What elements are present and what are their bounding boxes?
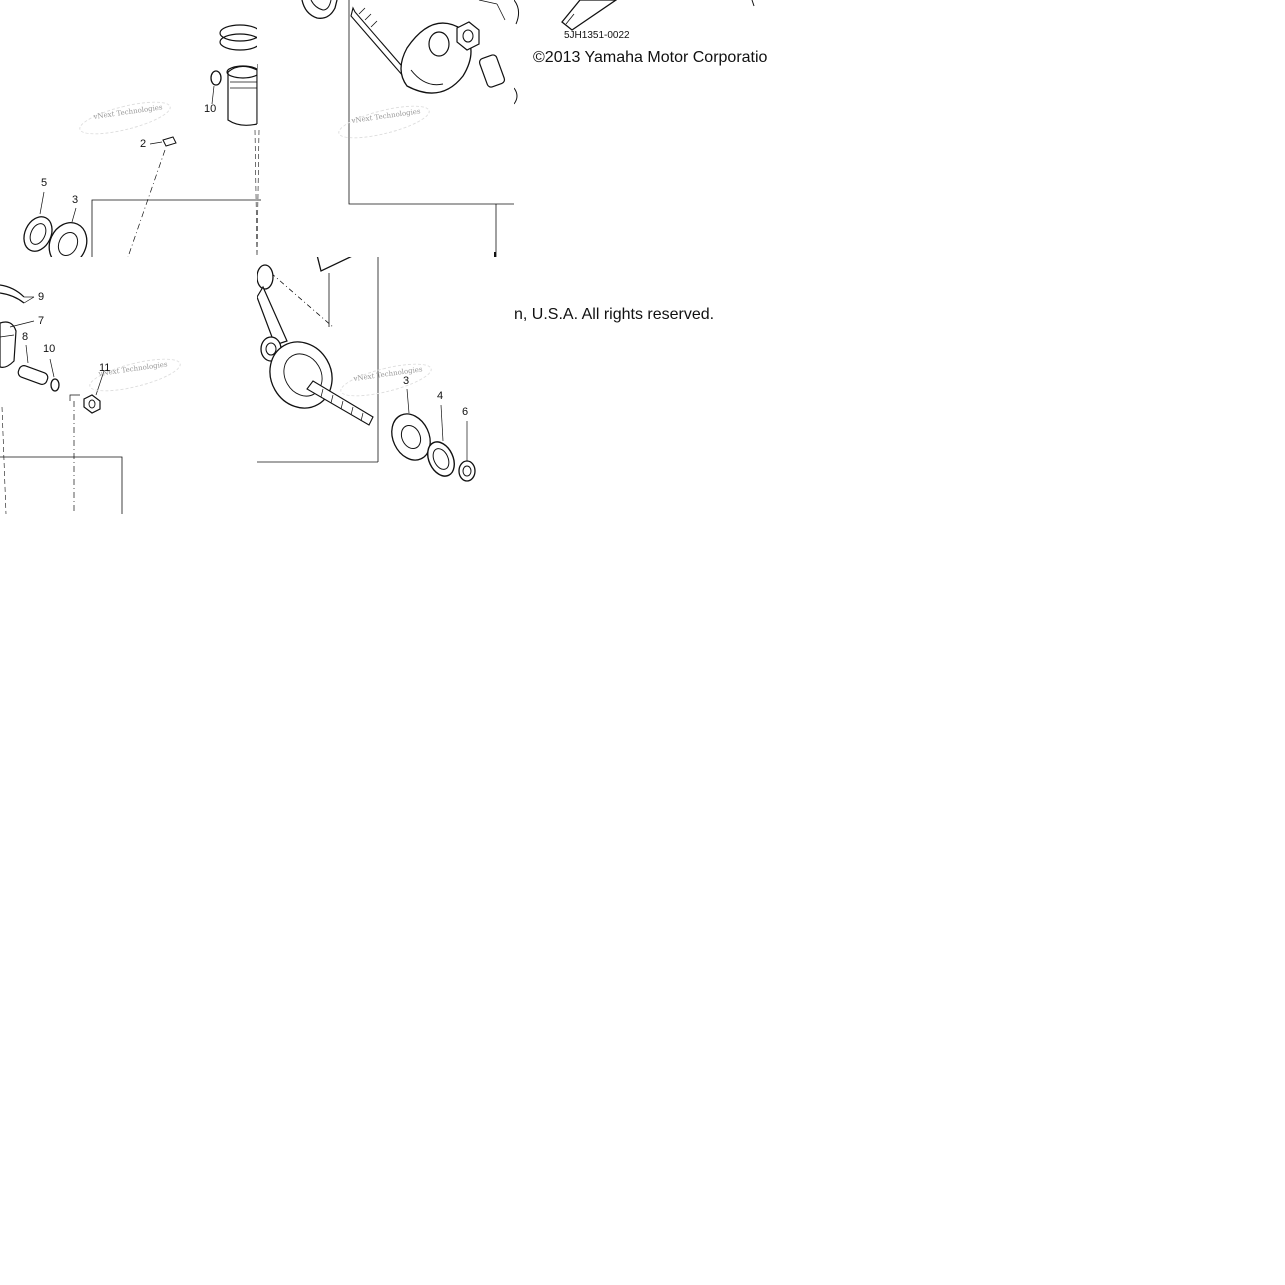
diagram-tile-header: 5JH1351-0022 ©2013 Yamaha Motor Corporat… xyxy=(514,0,771,257)
small-end-bearing xyxy=(456,21,480,51)
callout-10: 10 xyxy=(43,343,56,355)
rod-small-end xyxy=(257,264,274,290)
diagram-tile-crank-left: vNext Technologies xyxy=(257,0,514,257)
callout-8: 8 xyxy=(22,331,29,343)
crank-web xyxy=(400,22,472,94)
needle-bearing xyxy=(83,394,101,414)
callout-9: 9 xyxy=(38,291,45,303)
fwd-arrow-drawing xyxy=(514,0,755,105)
woodruff-key xyxy=(162,136,177,147)
copyright-text-continued: n, U.S.A. All rights reserved. xyxy=(514,306,715,323)
crank-pin xyxy=(478,54,506,88)
fwd-block xyxy=(316,257,352,272)
circlip xyxy=(210,70,222,86)
callout-3: 3 xyxy=(72,194,79,206)
piston-pin xyxy=(17,365,49,385)
piston-body xyxy=(0,321,17,368)
connecting-rod xyxy=(257,285,288,346)
piston-set-drawing xyxy=(0,284,123,514)
callout-6: 6 xyxy=(462,406,469,418)
callout-5: 5 xyxy=(41,177,48,189)
bearing xyxy=(391,413,431,461)
fwd-arrow xyxy=(561,0,618,31)
callout-3: 3 xyxy=(403,375,410,387)
crankshaft-shaft xyxy=(306,380,374,426)
crankshaft-right-drawing xyxy=(257,257,476,482)
diagram-tile-crank-right: vNext Technologies 3 4 6 xyxy=(257,257,514,514)
bearing xyxy=(48,222,88,257)
crankshaft-left-drawing xyxy=(257,0,514,257)
piston-ring-lower xyxy=(219,33,257,51)
circlip xyxy=(50,378,60,392)
diagram-tile-piston: vNext Technologies 10 2 5 3 xyxy=(0,0,257,257)
part-number: 5JH1351-0022 xyxy=(564,30,630,41)
copyright-text: ©2013 Yamaha Motor Corporatio xyxy=(533,49,768,66)
piston-drawing xyxy=(23,24,257,257)
callout-10: 10 xyxy=(204,103,217,115)
piston-ring-upper xyxy=(219,24,257,42)
collar xyxy=(458,460,476,482)
callout-7: 7 xyxy=(38,315,45,327)
piston-body xyxy=(227,65,257,126)
crankshaft-shaft xyxy=(350,6,408,77)
callout-4: 4 xyxy=(437,390,444,402)
diagram-tile-piston-set: vNext Technologies 9 7 8 10 11 xyxy=(0,257,257,514)
callout-11: 11 xyxy=(99,362,111,374)
diagram-tile-copyright: n, U.S.A. All rights reserved. xyxy=(514,257,771,514)
callout-2: 2 xyxy=(140,138,147,150)
